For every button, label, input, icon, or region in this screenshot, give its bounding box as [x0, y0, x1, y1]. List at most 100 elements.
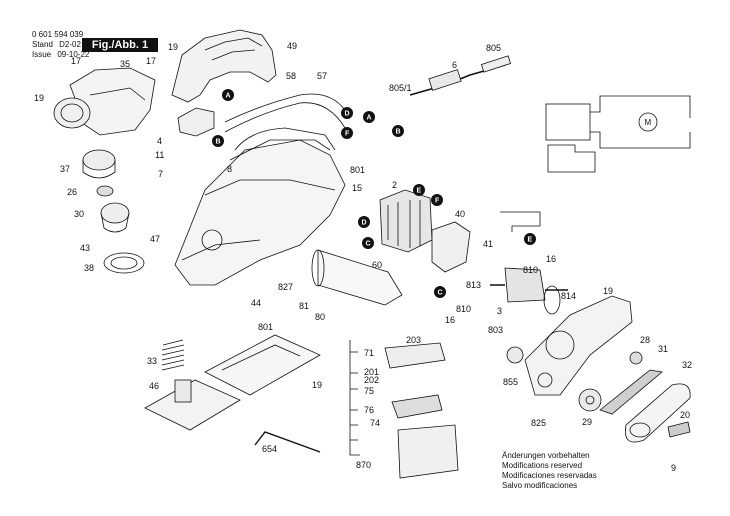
- callout-81: 81: [299, 301, 309, 311]
- marker-d: [341, 107, 353, 119]
- callout-33: 33: [147, 356, 157, 366]
- callout-17: 17: [146, 56, 156, 66]
- callout-57: 57: [317, 71, 327, 81]
- marker-d-label: D: [345, 111, 350, 118]
- callout-44: 44: [251, 298, 261, 308]
- stand-line: Stand D2-02: [32, 40, 89, 50]
- callout-15: 15: [352, 183, 362, 193]
- marker-c: [362, 237, 374, 249]
- part-outlines: [53, 29, 691, 479]
- callout-810: 810: [523, 265, 538, 275]
- callout-810: 810: [456, 304, 471, 314]
- callout-labels: 19 49 805 17 35 17 58 57 6 805/1 19 4 11…: [34, 41, 692, 473]
- stand-label: Stand: [32, 40, 53, 49]
- notice-line-en: Modifications reserved: [502, 461, 583, 470]
- callout-41: 41: [483, 239, 493, 249]
- marker-e-label: E: [417, 188, 422, 195]
- marker-a: [222, 89, 234, 101]
- callout-76: 76: [364, 405, 374, 415]
- marker-a-label: A: [367, 115, 372, 122]
- callout-74: 74: [370, 418, 380, 428]
- callout-2: 2: [392, 180, 397, 190]
- callout-805: 805: [486, 43, 501, 53]
- callout-29: 29: [582, 417, 592, 427]
- marker-f-label: F: [345, 131, 350, 138]
- callout-31: 31: [658, 344, 668, 354]
- marker-c-label: C: [438, 290, 443, 297]
- callout-855: 855: [503, 377, 518, 387]
- callout-47: 47: [150, 234, 160, 244]
- marker-c-label: C: [366, 241, 371, 248]
- marker-f-label: F: [435, 198, 440, 205]
- callout-6: 6: [452, 60, 457, 70]
- callout-58: 58: [286, 71, 296, 81]
- marker-a: [363, 111, 375, 123]
- callout-40: 40: [455, 209, 465, 219]
- callout-654: 654: [262, 444, 277, 454]
- callout-19: 19: [168, 42, 178, 52]
- callout-801: 801: [258, 322, 273, 332]
- callout-49: 49: [287, 41, 297, 51]
- callout-814: 814: [561, 291, 576, 301]
- callout-4: 4: [157, 136, 162, 146]
- callout-19: 19: [603, 286, 613, 296]
- callout-202: 202: [364, 375, 379, 385]
- marker-e-label: E: [528, 237, 533, 244]
- callout-19: 19: [34, 93, 44, 103]
- issue-label: Issue: [32, 50, 52, 59]
- notice-line-es: Salvo modificaciones: [502, 481, 578, 490]
- connection-markers: A B D F A B E F D C E C: [212, 89, 536, 298]
- marker-f: [341, 127, 353, 139]
- marker-f: [431, 194, 443, 206]
- callout-71: 71: [364, 348, 374, 358]
- callout-80: 80: [315, 312, 325, 322]
- callout-19: 19: [312, 380, 322, 390]
- marker-d: [358, 216, 370, 228]
- marker-b: [392, 125, 404, 137]
- marker-c: [434, 286, 446, 298]
- callout-38: 38: [84, 263, 94, 273]
- marker-e: [413, 184, 425, 196]
- callout-35: 35: [120, 59, 130, 69]
- callout-60: 60: [372, 260, 382, 270]
- callout-75: 75: [364, 386, 374, 396]
- figure-label: Fig./Abb. 1: [82, 38, 158, 52]
- callout-801: 801: [350, 165, 365, 175]
- callout-827: 827: [278, 282, 293, 292]
- callout-30: 30: [74, 209, 84, 219]
- callout-7: 7: [158, 169, 163, 179]
- callout-17: 17: [71, 56, 81, 66]
- callout-813: 813: [466, 280, 481, 290]
- issue-line: Issue 09-10-22: [32, 50, 89, 60]
- part-number: 0 601 594 039: [32, 30, 84, 39]
- callout-803: 803: [488, 325, 503, 335]
- callout-26: 26: [67, 187, 77, 197]
- callout-20: 20: [680, 410, 690, 420]
- notice-line-fr: Modificaciones reservadas: [502, 471, 597, 480]
- callout-201: 201: [364, 367, 379, 377]
- callout-16: 16: [546, 254, 556, 264]
- callout-32: 32: [682, 360, 692, 370]
- callout-203: 203: [406, 335, 421, 345]
- notice-line-de: Änderungen vorbehalten: [502, 451, 590, 460]
- callout-9: 9: [671, 463, 676, 473]
- marker-a-label: A: [226, 93, 231, 100]
- motor-symbol: M: [645, 118, 652, 127]
- marker-b-label: B: [396, 129, 401, 136]
- callout-28: 28: [640, 335, 650, 345]
- callout-8: 8: [227, 164, 232, 174]
- marker-e: [524, 233, 536, 245]
- callout-43: 43: [80, 243, 90, 253]
- callout-11: 11: [155, 150, 164, 160]
- marker-d-label: D: [362, 220, 367, 227]
- header-block: 0 601 594 039 Stand D2-02 Issue 09-10-22: [32, 30, 89, 60]
- modification-notice: Änderungen vorbehalten Modifications res…: [502, 451, 597, 491]
- callout-825: 825: [531, 418, 546, 428]
- callout-805-1: 805/1: [389, 83, 412, 93]
- callout-37: 37: [60, 164, 70, 174]
- callout-16: 16: [445, 315, 455, 325]
- callout-3: 3: [497, 306, 502, 316]
- stand-value: D2-02: [59, 40, 81, 49]
